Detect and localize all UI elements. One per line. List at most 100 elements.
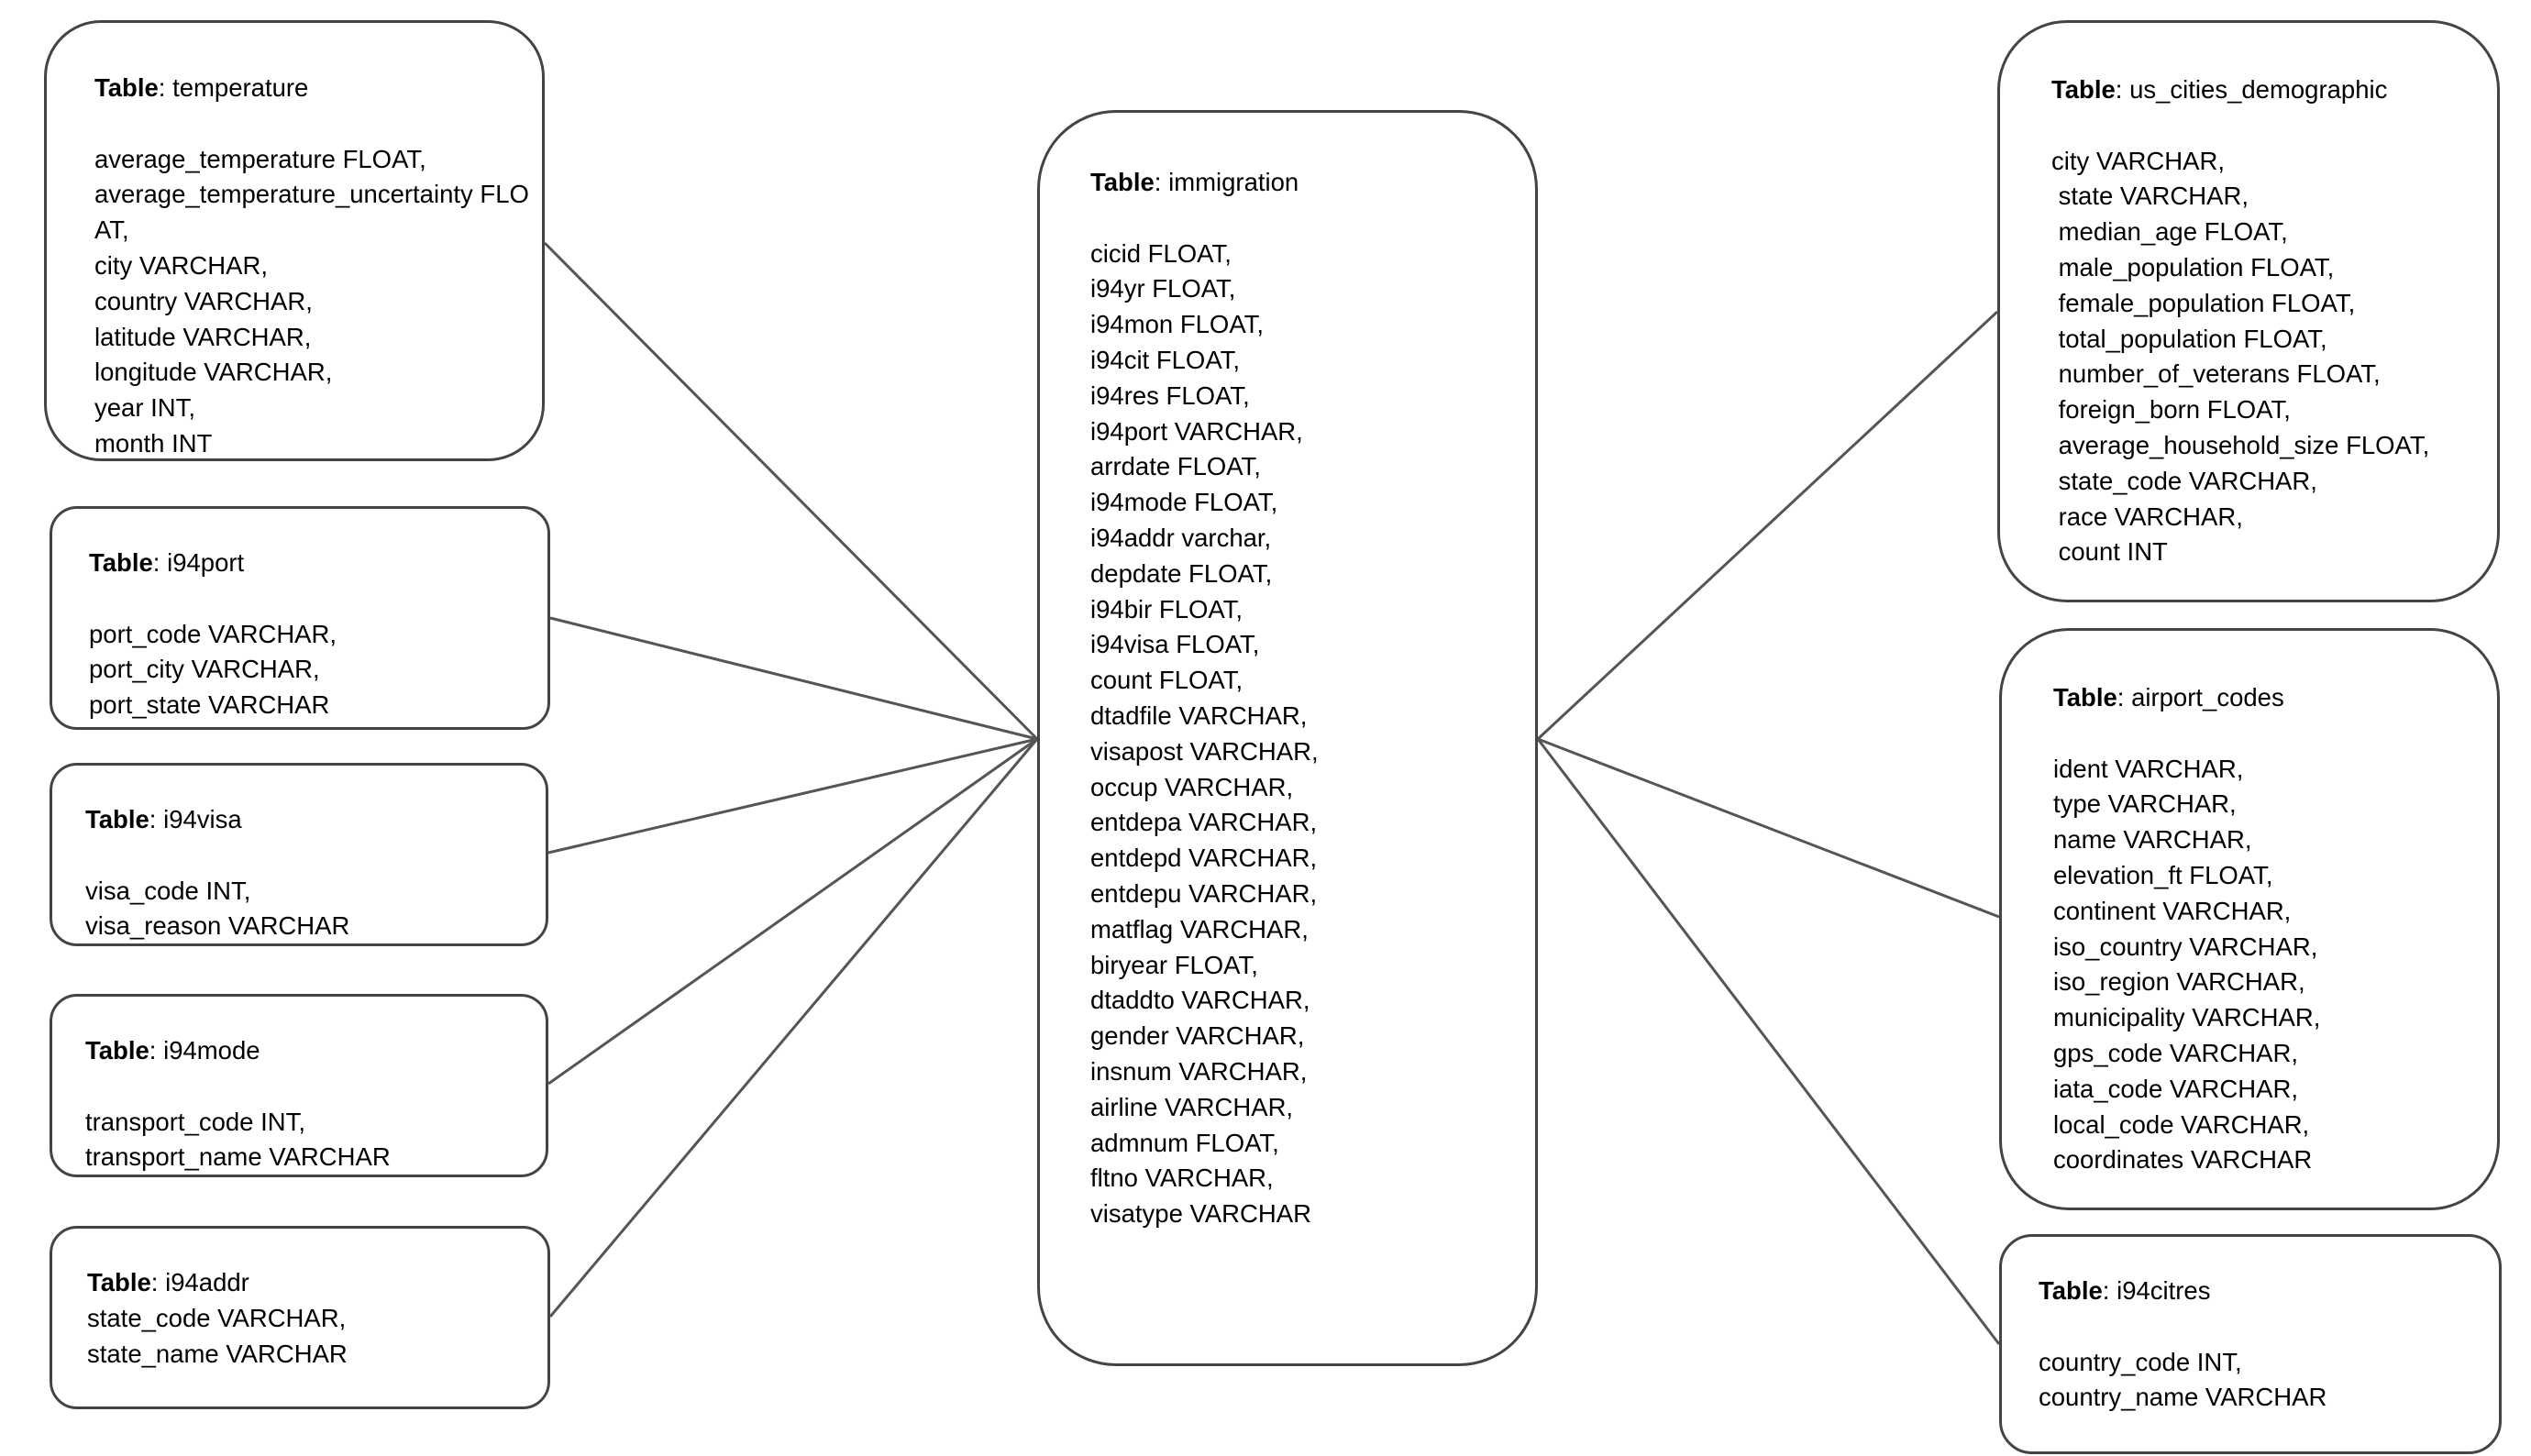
column-definition: average_temperature_uncertainty FLOAT,	[94, 180, 529, 245]
column-definition: i94visa FLOAT,	[1090, 630, 1260, 659]
column-list: transport_code INT,transport_name VARCHA…	[85, 1105, 546, 1176]
column-definition: local_code VARCHAR,	[2053, 1109, 2310, 1139]
column-definition: total_population FLOAT,	[2051, 324, 2327, 353]
column-list: state_code VARCHAR, state_name VARCHAR	[87, 1301, 547, 1373]
column-list: port_code VARCHAR, port_city VARCHAR, port…	[89, 617, 547, 723]
column-definition: municipality VARCHAR,	[2053, 1003, 2321, 1032]
column-definition: country_name VARCHAR	[2039, 1383, 2327, 1412]
column-definition: state_code VARCHAR,	[87, 1303, 347, 1332]
table-i94mode: Table: i94mode transport_code INT,transp…	[50, 994, 548, 1177]
column-definition: biryear FLOAT,	[1090, 950, 1258, 979]
column-definition: i94mode FLOAT,	[1090, 488, 1278, 517]
column-definition: i94mon FLOAT,	[1090, 310, 1265, 339]
table-title: Table: immigration	[1090, 168, 1299, 196]
column-definition: port_code VARCHAR,	[89, 619, 337, 648]
column-definition: i94addr varchar,	[1090, 523, 1272, 552]
column-definition: country VARCHAR,	[94, 286, 313, 315]
column-definition: country_code INT,	[2039, 1347, 2242, 1376]
table-us-cities-demographic: Table: us_cities_demographic city VARCHA…	[1997, 20, 2500, 602]
table-i94addr: Table: i94addr state_code VARCHAR,state_…	[50, 1226, 550, 1409]
link-i94visa	[547, 737, 1038, 855]
column-definition: entdepa VARCHAR,	[1090, 808, 1318, 837]
table-title: Table: i94addr	[87, 1268, 249, 1296]
column-definition: state_code VARCHAR,	[2051, 466, 2317, 495]
column-definition: count FLOAT,	[1090, 666, 1243, 695]
column-definition: port_city VARCHAR,	[89, 655, 320, 684]
column-list: visa_code INT, visa_reason VARCHAR	[85, 874, 546, 945]
table-title: Table: i94mode	[85, 1036, 260, 1064]
link-i94mode	[547, 737, 1038, 1086]
column-definition: depdate FLOAT,	[1090, 558, 1273, 588]
column-definition: i94bir FLOAT,	[1090, 594, 1243, 623]
link-i94addr	[548, 738, 1039, 1318]
column-list: country_code INT, country_name VARCHAR	[2039, 1345, 2499, 1417]
table-temperature: Table: temperature average_temperature F…	[44, 20, 545, 461]
column-definition: year INT,	[94, 393, 196, 423]
column-definition: median_age FLOAT,	[2051, 217, 2288, 247]
link-i94port	[549, 616, 1038, 741]
column-definition: iso_country VARCHAR,	[2053, 932, 2318, 961]
table-name: i94mode	[163, 1036, 260, 1064]
column-definition: admnum FLOAT,	[1090, 1128, 1279, 1157]
link-temperature	[543, 241, 1039, 741]
column-definition: visapost VARCHAR,	[1090, 736, 1319, 766]
table-airport-codes: Table: airport_codes ident VARCHAR, type …	[1999, 628, 2500, 1210]
column-definition: female_population FLOAT,	[2051, 288, 2356, 317]
column-definition: continent VARCHAR,	[2053, 896, 2292, 925]
table-name: i94addr	[165, 1268, 249, 1296]
column-definition: type VARCHAR,	[2053, 789, 2237, 819]
column-definition: city VARCHAR,	[94, 250, 268, 280]
column-definition: cicid FLOAT,	[1090, 238, 1232, 268]
column-definition: airline VARCHAR,	[1090, 1092, 1294, 1121]
column-definition: i94yr FLOAT,	[1090, 274, 1236, 303]
column-definition: longitude VARCHAR,	[94, 358, 333, 387]
table-immigration: Table: immigration cicid FLOAT, i94yr FLO…	[1037, 110, 1538, 1366]
table-title: Table: i94citres	[2039, 1276, 2211, 1305]
column-list: city VARCHAR, state VARCHAR, median_age …	[2051, 144, 2497, 571]
column-definition: race VARCHAR,	[2051, 502, 2243, 531]
link-us-cities-demographic	[1536, 310, 1999, 741]
table-name: us_cities_demographic	[2129, 75, 2388, 104]
column-definition: number_of_veterans FLOAT,	[2051, 359, 2381, 389]
column-definition: foreign_born FLOAT,	[2051, 395, 2291, 425]
table-name: immigration	[1168, 168, 1299, 196]
column-definition: latitude VARCHAR,	[94, 322, 312, 351]
column-definition: transport_name VARCHAR	[85, 1142, 391, 1172]
column-definition: i94cit FLOAT,	[1090, 345, 1241, 374]
column-definition: visa_reason VARCHAR	[85, 911, 350, 941]
column-definition: entdepd VARCHAR,	[1090, 844, 1318, 873]
table-title: Table: airport_codes	[2053, 683, 2284, 711]
column-definition: occup VARCHAR,	[1090, 772, 1294, 801]
link-i94citres	[1536, 738, 2001, 1345]
column-definition: month INT	[94, 428, 213, 458]
column-definition: coordinates VARCHAR	[2053, 1145, 2313, 1175]
column-definition: state VARCHAR,	[2051, 182, 2249, 211]
column-definition: average_temperature FLOAT,	[94, 144, 426, 173]
column-definition: visa_code INT,	[85, 876, 251, 905]
column-definition: port_state VARCHAR	[89, 690, 330, 720]
table-name: i94citres	[2117, 1276, 2211, 1305]
column-definition: dtaddto VARCHAR,	[1090, 986, 1310, 1015]
column-definition: visatype VARCHAR	[1090, 1199, 1311, 1229]
column-definition: city VARCHAR,	[2051, 146, 2225, 175]
table-title: Table: i94visa	[85, 805, 242, 833]
table-i94visa: Table: i94visa visa_code INT, visa_reason…	[50, 763, 548, 946]
table-i94citres: Table: i94citres country_code INT,countr…	[1999, 1234, 2502, 1454]
column-list: cicid FLOAT, i94yr FLOAT, i94mon FLOAT, i94…	[1090, 237, 1535, 1232]
table-title: Table: us_cities_demographic	[2051, 75, 2388, 104]
table-name: temperature	[172, 73, 309, 102]
table-i94port: Table: i94port port_code VARCHAR, port_ci…	[50, 506, 550, 730]
column-definition: fltno VARCHAR,	[1090, 1164, 1274, 1193]
column-definition: dtadfile VARCHAR,	[1090, 700, 1308, 730]
column-definition: elevation_ft FLOAT,	[2053, 860, 2273, 889]
column-definition: state_name VARCHAR	[87, 1339, 348, 1368]
column-definition: entdepu VARCHAR,	[1090, 878, 1318, 908]
table-title: Table: i94port	[89, 548, 245, 577]
column-definition: ident VARCHAR,	[2053, 754, 2244, 783]
table-name: airport_codes	[2131, 683, 2284, 711]
column-definition: count INT	[2051, 537, 2168, 567]
table-name: i94visa	[163, 805, 242, 833]
column-definition: insnum VARCHAR,	[1090, 1056, 1308, 1086]
column-definition: arrdate FLOAT,	[1090, 452, 1261, 481]
